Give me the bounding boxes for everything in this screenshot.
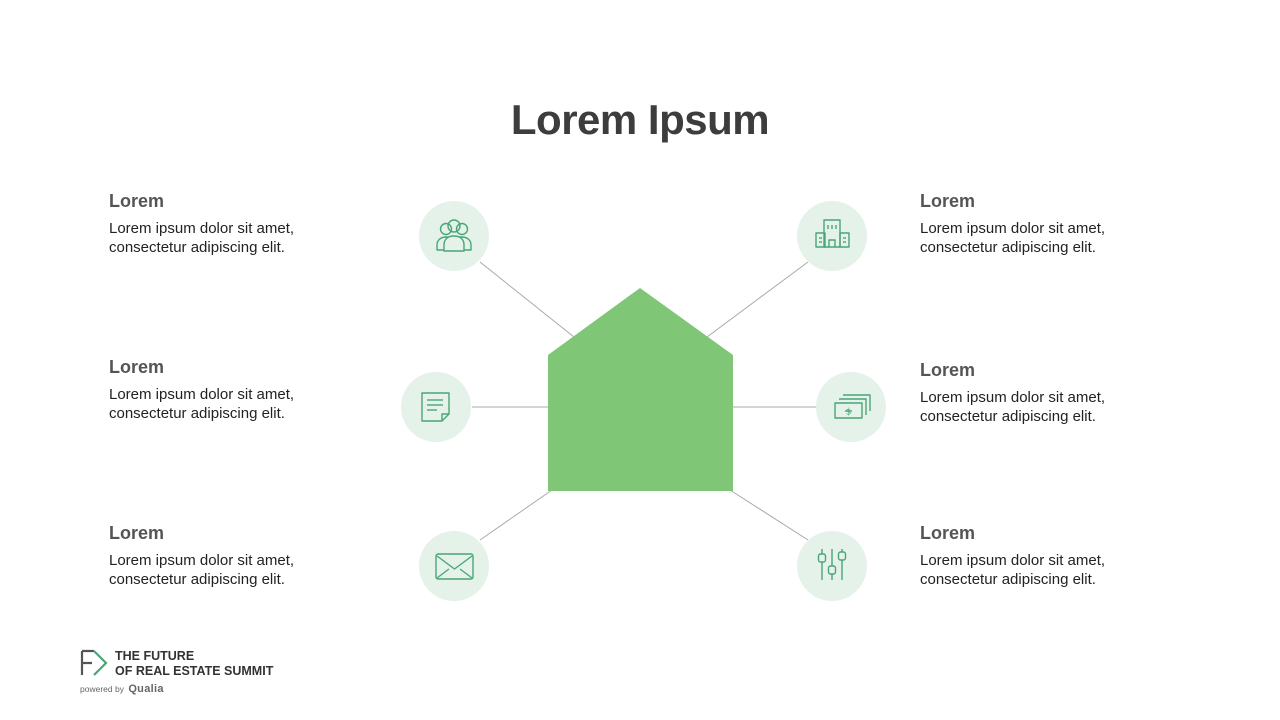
node-text-top-left: Lorem Lorem ipsum dolor sit amet, consec…	[109, 191, 429, 257]
node-description-line: consectetur adipiscing elit.	[109, 571, 285, 588]
node-document	[401, 372, 471, 442]
node-description-line: consectetur adipiscing elit.	[920, 239, 1096, 256]
connector-bottom-left	[479, 489, 553, 541]
powered-by-label: powered by	[80, 684, 124, 694]
logo-text-line: THE FUTURE	[115, 649, 195, 663]
node-envelope	[419, 531, 489, 601]
summit-logo: THE FUTURE OF REAL ESTATE SUMMIT powered…	[80, 646, 340, 702]
node-description-line: Lorem ipsum dolor sit amet,	[109, 220, 295, 237]
node-heading: Lorem	[920, 191, 976, 211]
fe-logo-mark-icon	[80, 649, 108, 676]
node-text-bottom-left: Lorem Lorem ipsum dolor sit amet, consec…	[109, 523, 429, 589]
node-description: Lorem ipsum dolor sit amet, consectetur …	[109, 385, 429, 423]
node-description: Lorem ipsum dolor sit amet, consectetur …	[920, 551, 1240, 589]
node-description-line: consectetur adipiscing elit.	[920, 571, 1096, 588]
node-description: Lorem ipsum dolor sit amet, consectetur …	[109, 219, 429, 257]
node-heading: Lorem	[109, 357, 165, 377]
people-icon	[436, 219, 472, 252]
sliders-icon	[817, 549, 847, 580]
node-heading: Lorem	[920, 523, 976, 543]
node-description-line: Lorem ipsum dolor sit amet,	[109, 386, 295, 403]
node-description-line: consectetur adipiscing elit.	[109, 239, 285, 256]
icon-circle	[419, 531, 489, 601]
node-description-line: Lorem ipsum dolor sit amet,	[920, 220, 1106, 237]
node-description: Lorem ipsum dolor sit amet, consectetur …	[920, 388, 1240, 426]
node-description: Lorem ipsum dolor sit amet, consectetur …	[109, 551, 429, 589]
node-description-line: Lorem ipsum dolor sit amet,	[920, 552, 1106, 569]
node-text-bottom-right: Lorem Lorem ipsum dolor sit amet, consec…	[920, 523, 1240, 589]
brand-name: Qualia	[128, 683, 164, 695]
icon-circle	[797, 201, 867, 271]
node-heading: Lorem	[109, 191, 165, 211]
node-heading: Lorem	[920, 360, 976, 380]
connector-bottom-right	[729, 489, 809, 541]
house-shape	[548, 288, 733, 491]
document-icon	[421, 392, 450, 422]
buildings-icon	[815, 219, 850, 248]
connectors	[472, 261, 816, 541]
node-description-line: consectetur adipiscing elit.	[920, 408, 1096, 425]
connector-top-right	[706, 261, 809, 338]
svg-text:$: $	[846, 408, 852, 418]
envelope-icon	[435, 553, 474, 580]
money-icon: $	[834, 394, 871, 419]
node-description: Lorem ipsum dolor sit amet, consectetur …	[920, 219, 1240, 257]
node-buildings	[797, 201, 867, 271]
node-description-line: Lorem ipsum dolor sit amet,	[920, 389, 1106, 406]
page-title: Lorem Ipsum	[510, 96, 770, 143]
powered-by: powered by Qualia	[80, 683, 164, 695]
node-description-line: Lorem ipsum dolor sit amet,	[109, 552, 295, 569]
icon-circle	[401, 372, 471, 442]
node-text-mid-left: Lorem Lorem ipsum dolor sit amet, consec…	[109, 357, 429, 423]
connector-top-left	[479, 261, 575, 338]
node-money: $	[816, 372, 886, 442]
node-text-mid-right: Lorem Lorem ipsum dolor sit amet, consec…	[920, 360, 1240, 426]
node-heading: Lorem	[109, 523, 165, 543]
node-text-top-right: Lorem Lorem ipsum dolor sit amet, consec…	[920, 191, 1240, 257]
icon-circle	[816, 372, 886, 442]
logo-text-line: OF REAL ESTATE SUMMIT	[115, 664, 274, 678]
node-description-line: consectetur adipiscing elit.	[109, 405, 285, 422]
node-people	[419, 201, 489, 271]
node-sliders	[797, 531, 867, 601]
